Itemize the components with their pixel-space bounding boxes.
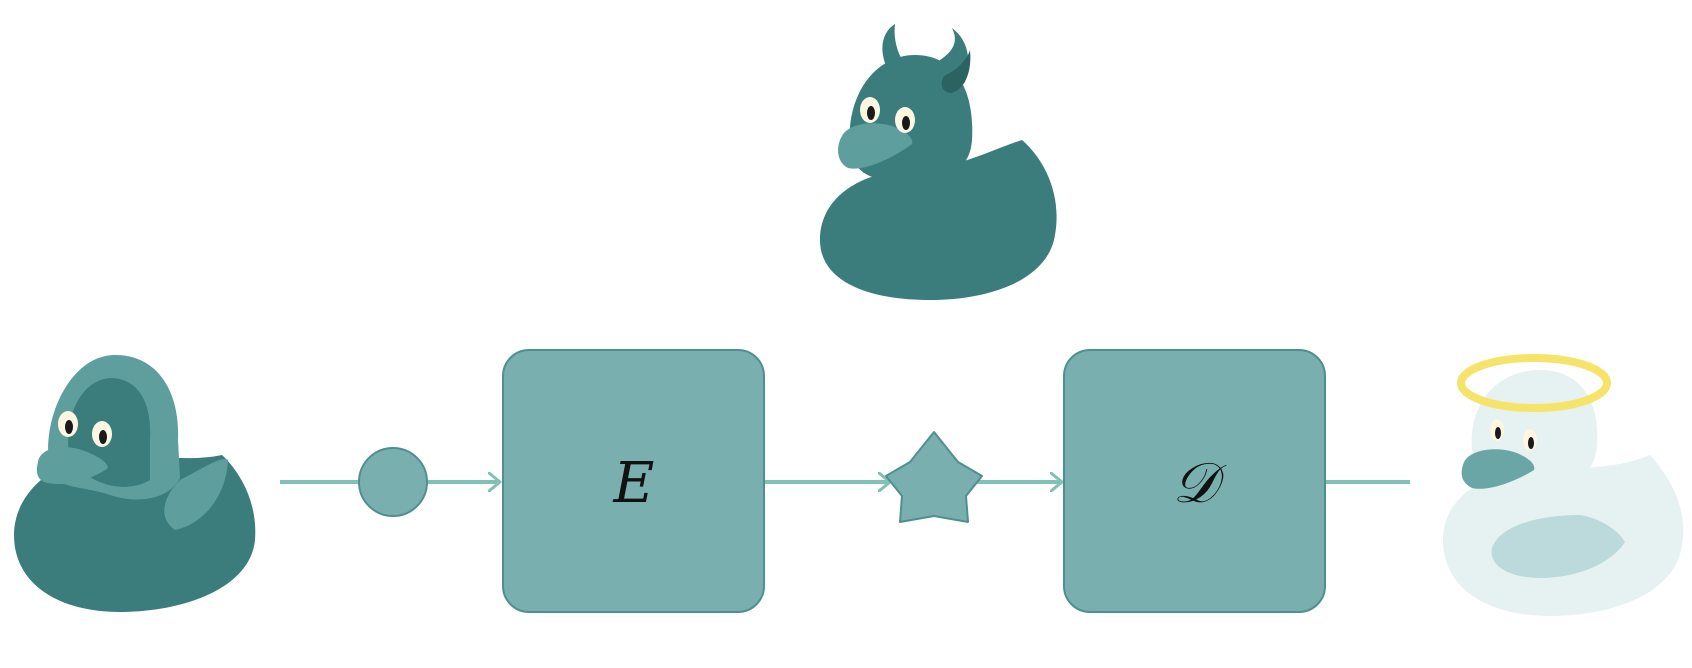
decoder-box: 𝒟 xyxy=(1063,349,1326,613)
circle-icon xyxy=(358,447,428,517)
hooded-duck-icon xyxy=(14,355,256,612)
halo-icon xyxy=(1457,354,1611,412)
encoder-label: E xyxy=(613,451,655,516)
star-icon xyxy=(885,431,983,523)
devil-duck-icon xyxy=(820,24,1057,300)
angel-duck-icon xyxy=(1443,354,1684,616)
encoder-box: E xyxy=(502,349,765,613)
